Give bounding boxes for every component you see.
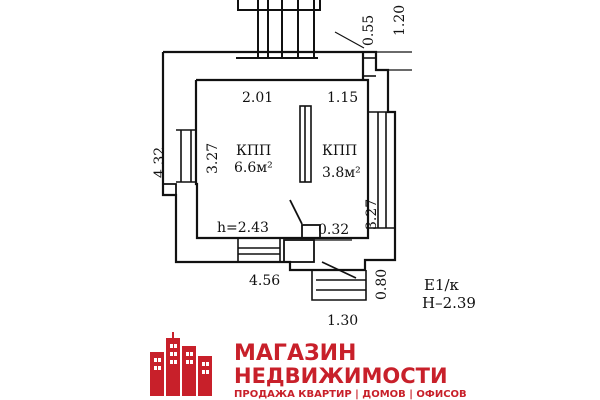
top-stairs	[236, 0, 321, 59]
brand-tagline: ПРОДАЖА КВАРТИР | ДОМОВ | ОФИСОВ	[234, 389, 467, 400]
dim-porch-bottom-depth: 0.80	[374, 269, 390, 300]
room-1-area: 6.6м²	[234, 160, 273, 176]
dim-porch-top-extent: 1.20	[392, 5, 408, 36]
marker-code: E1/к	[424, 276, 460, 294]
left-step	[163, 183, 177, 195]
partition	[299, 105, 312, 183]
room-2-name: КПП	[322, 143, 357, 159]
brand-line-1: МАГАЗИН	[234, 341, 356, 366]
dimension-lines	[300, 31, 412, 241]
left-window	[176, 129, 196, 183]
bottom-door	[283, 199, 321, 263]
dim-left-outer-height: 4.32	[152, 147, 168, 178]
dim-porch-top: 0.55	[361, 15, 377, 46]
dim-right-room-top: 1.15	[327, 90, 358, 106]
dim-small-gap: 0.32	[318, 222, 349, 238]
right-top-window	[363, 57, 376, 77]
dim-right-inner-height: 3.27	[364, 199, 380, 230]
dim-porch-bottom-width: 1.30	[327, 313, 358, 329]
right-window	[368, 111, 395, 229]
ceiling-height: h=2.43	[217, 220, 269, 236]
marker-height: Н–2.39	[422, 294, 476, 312]
bottom-window	[237, 238, 281, 262]
outer-walls	[161, 50, 397, 272]
dim-top-inner-width: 2.01	[242, 90, 273, 106]
dim-bottom-outer-width: 4.56	[249, 273, 280, 289]
bottom-porch	[311, 261, 367, 301]
room-1-name: КПП	[236, 143, 271, 159]
room-2-area: 3.8м²	[322, 165, 361, 181]
buildings-logo-icon	[150, 332, 212, 396]
brand-line-2: НЕДВИЖИМОСТИ	[234, 364, 448, 388]
dim-left-inner-height: 3.27	[205, 143, 221, 174]
